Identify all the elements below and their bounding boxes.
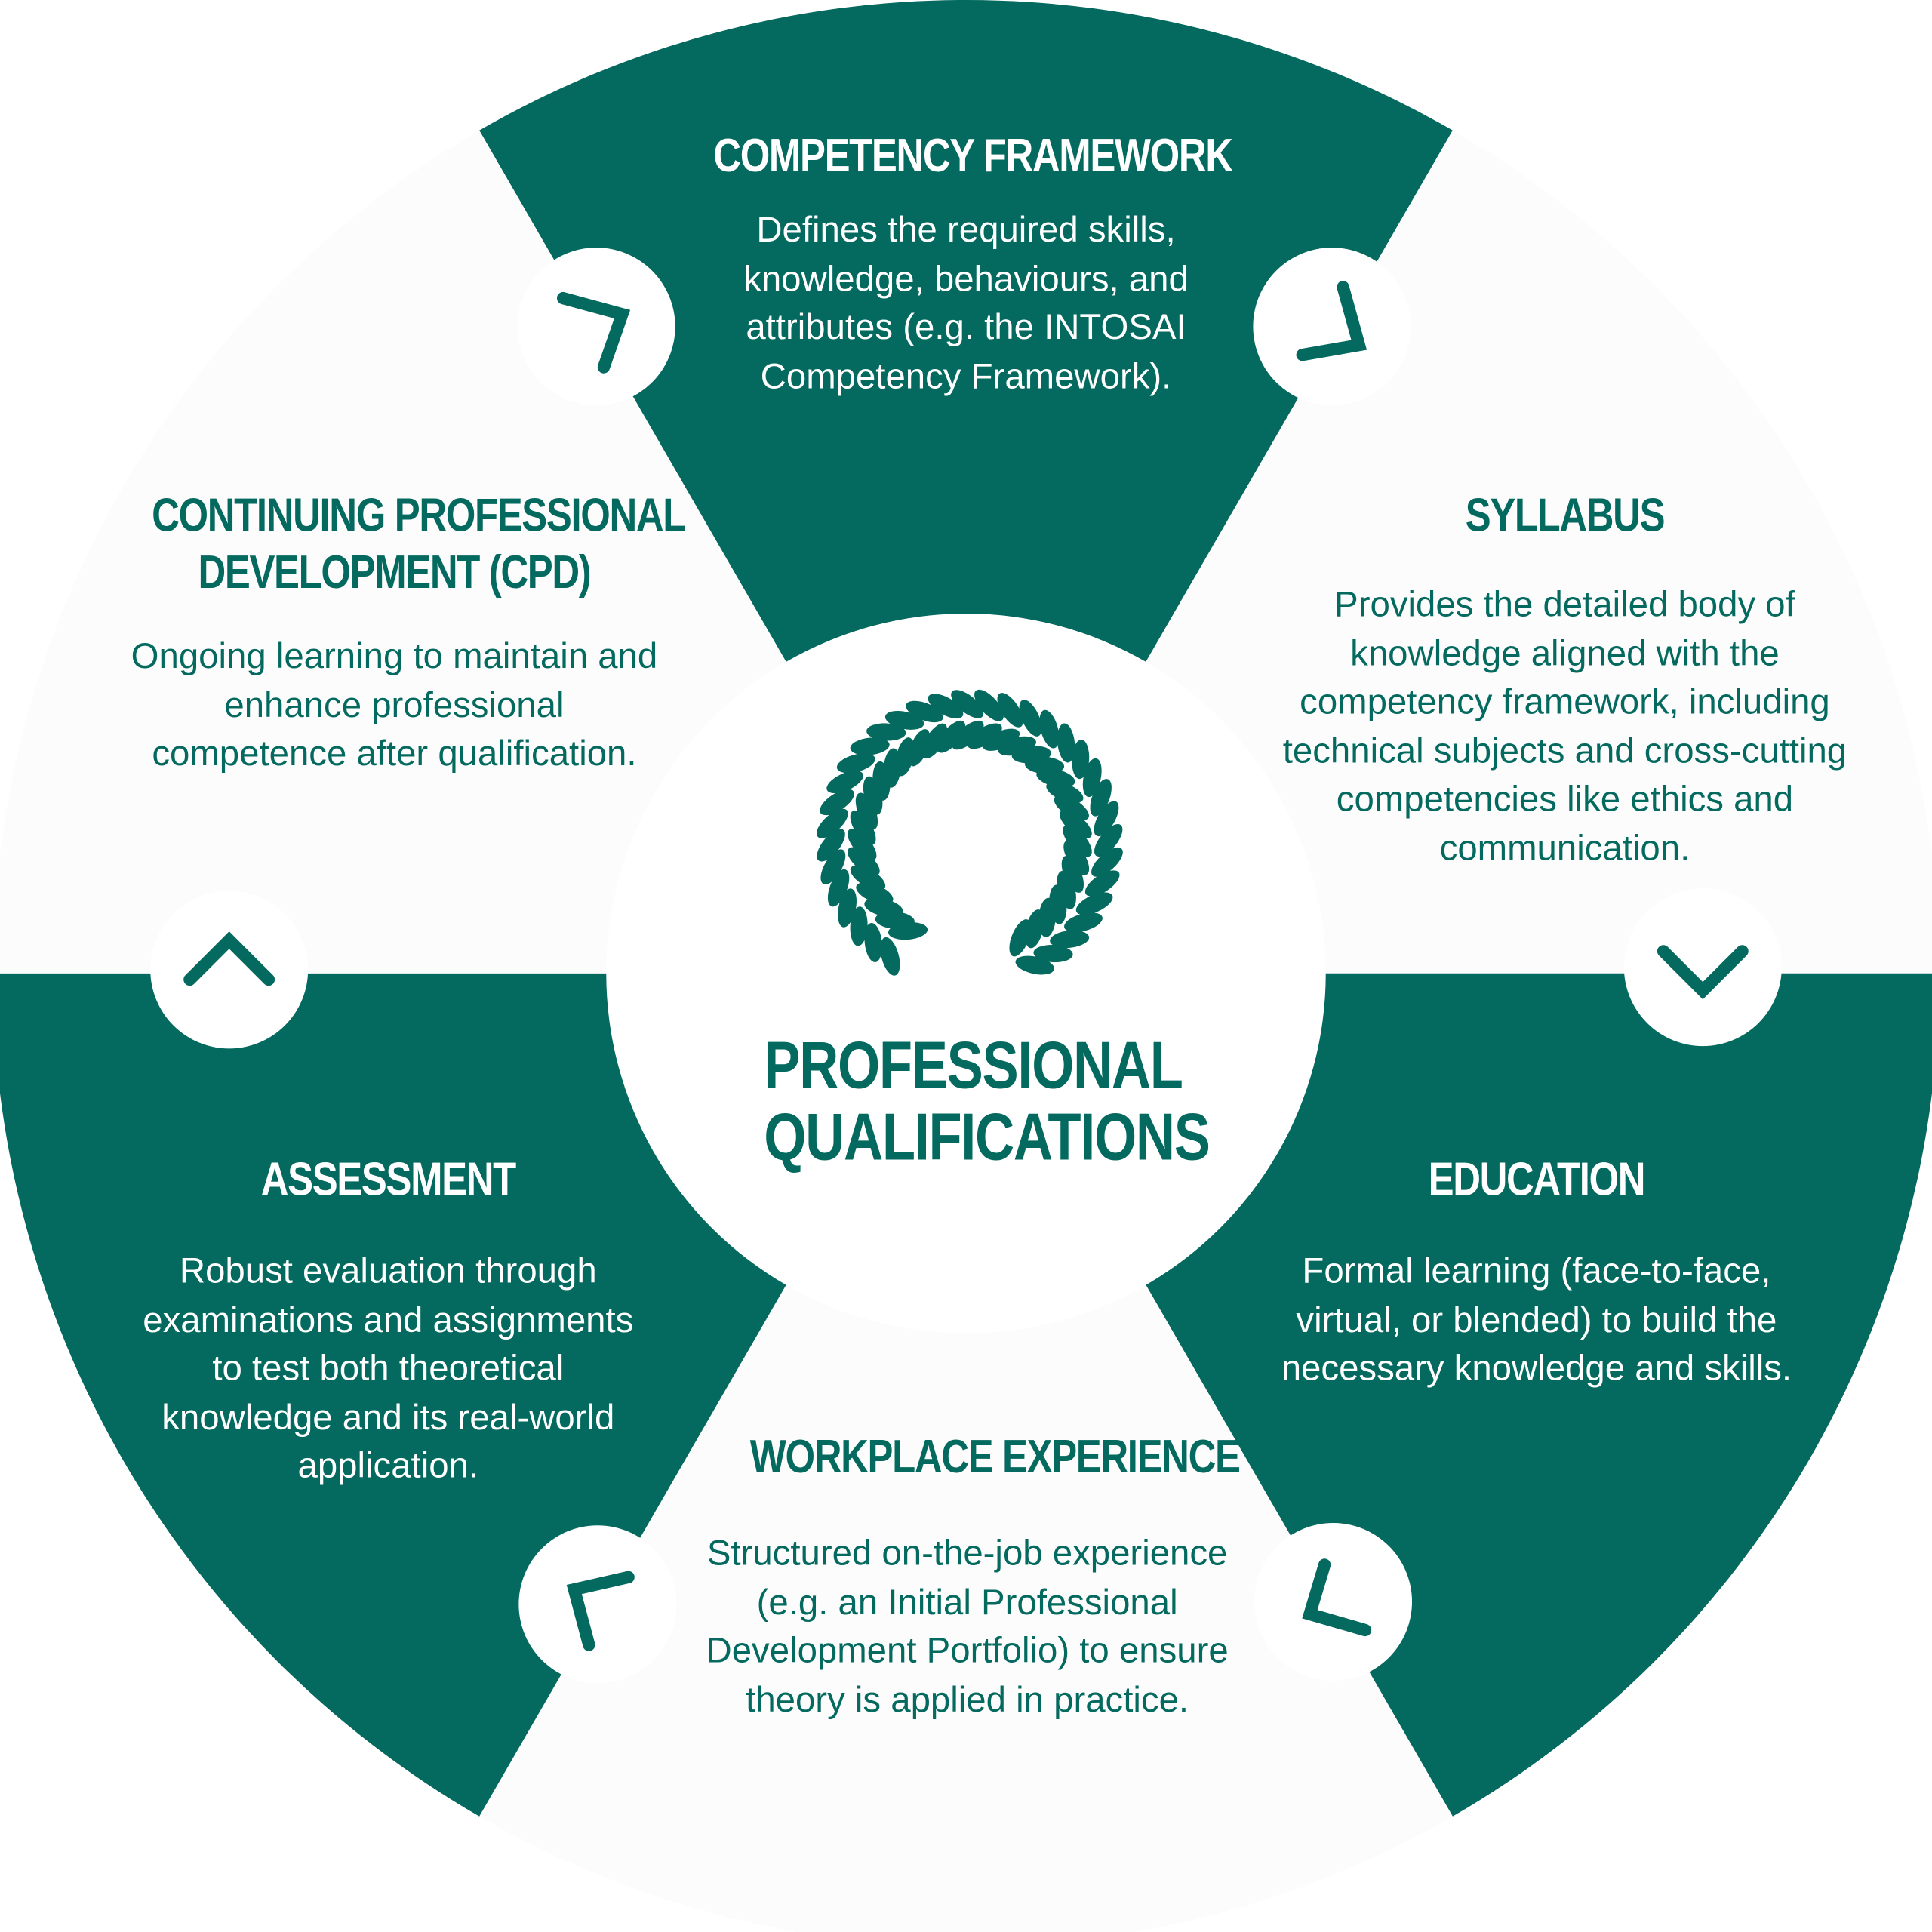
leaf <box>1060 810 1092 838</box>
segment-title-line2: DEVELOPMENT (CPD) <box>198 546 591 599</box>
laurel-wreath-icon <box>816 689 1123 976</box>
segment-description: Ongoing learning to maintain and enhance… <box>131 637 658 774</box>
leaf <box>850 737 890 755</box>
segment-title: WORKPLACE EXPERIENCE <box>749 1432 1241 1484</box>
segment-description: Structured on-the-job experience (e.g. a… <box>706 1534 1229 1720</box>
center-title: PROFESSIONAL QUALIFICATIONS <box>719 1030 1212 1173</box>
leaf <box>850 906 868 946</box>
segment-shape-workplace-experience <box>479 1284 1453 1932</box>
leaf <box>855 792 878 830</box>
segment-title: COMPETENCY FRAMEWORK <box>713 131 1233 183</box>
leaf <box>1094 801 1119 837</box>
leaf <box>1054 795 1089 820</box>
leaf <box>908 729 931 767</box>
chevron-arrow-icon <box>1296 281 1367 361</box>
leaf <box>816 808 848 838</box>
leaf <box>1033 945 1073 963</box>
leaf <box>1090 779 1112 817</box>
segment-assessment: ASSESSMENT Robust evaluation through exa… <box>123 1152 653 1492</box>
leaf <box>1061 855 1084 893</box>
segment-title-line1: CONTINUING PROFESSIONAL <box>152 490 686 543</box>
leaf <box>921 723 948 758</box>
leaf <box>856 882 894 905</box>
leaf <box>1039 709 1060 749</box>
chevron-arrow-icon <box>566 1571 635 1651</box>
segment-title: SYLLABUS <box>1465 490 1666 543</box>
segment-education: EDUCATION Formal learning (face-to-face,… <box>1253 1152 1820 1395</box>
leaf <box>997 693 1023 728</box>
leaf <box>1063 825 1092 857</box>
leaf <box>820 789 854 816</box>
segment-description: Defines the required skills, knowledge, … <box>743 211 1189 396</box>
center-title-line1: PROFESSIONAL <box>764 1029 1183 1103</box>
segment-description: Formal learning (face-to-face, virtual, … <box>1281 1251 1792 1389</box>
connector-notch <box>1253 248 1411 406</box>
connector-notch <box>1623 888 1782 1047</box>
segment-description: Provides the detailed body of knowledge … <box>1282 585 1847 869</box>
leaf <box>983 728 1020 751</box>
segment-cpd: CONTINUING PROFESSIONAL DEVELOPMENT (CPD… <box>99 488 691 780</box>
leaf <box>1057 723 1075 763</box>
leaf <box>866 723 906 741</box>
segment-description: Robust evaluation through examinations a… <box>143 1251 634 1486</box>
leaf <box>888 922 928 940</box>
segment-shape-competency-framework <box>479 0 1453 662</box>
leaf <box>827 869 850 907</box>
leaf <box>906 700 943 723</box>
leaf <box>1094 823 1123 857</box>
leaf <box>850 810 876 845</box>
leaf <box>1046 781 1084 804</box>
leaf <box>880 937 900 976</box>
leaf <box>952 720 984 750</box>
leaf <box>1019 700 1042 737</box>
leaf <box>826 771 863 794</box>
leaf <box>817 829 845 862</box>
segment-syllabus: SYLLABUS Provides the detailed body of k… <box>1269 488 1861 874</box>
leaf <box>836 753 875 774</box>
leaf <box>1084 870 1120 897</box>
segment-title: ASSESSMENT <box>260 1154 516 1207</box>
leaf <box>1009 919 1032 957</box>
segment-competency-framework: COMPETENCY FRAMEWORK Defines the require… <box>658 128 1274 401</box>
leaf <box>1091 847 1123 877</box>
leaf <box>928 694 964 719</box>
segment-workplace-experience: WORKPLACE EXPERIENCE Structured on-the-j… <box>703 1429 1241 1725</box>
connector-notch <box>517 248 675 406</box>
center-title-line2: QUALIFICATIONS <box>764 1100 1211 1174</box>
leaf <box>848 847 880 876</box>
connector-notch <box>518 1525 677 1684</box>
leaf <box>1050 930 1090 949</box>
connector-notch <box>1254 1522 1413 1681</box>
chevron-arrow-icon <box>1302 1558 1372 1637</box>
leaf <box>820 849 846 884</box>
leaf <box>1072 740 1090 780</box>
leaf <box>974 689 1004 721</box>
leaf <box>864 922 882 962</box>
chevron-arrow-icon <box>556 291 631 374</box>
leaf <box>1064 912 1103 933</box>
leaf <box>967 723 1002 749</box>
leaf <box>937 720 966 753</box>
chevron-arrow-icon <box>183 931 275 986</box>
leaf <box>848 829 877 861</box>
leaf <box>1063 840 1090 875</box>
segment-title: EDUCATION <box>1428 1154 1646 1207</box>
leaf <box>951 690 984 718</box>
chevron-arrow-icon <box>1657 945 1749 1000</box>
leaf <box>1075 892 1113 915</box>
connector-notch <box>150 891 309 1049</box>
leaf <box>850 865 886 891</box>
